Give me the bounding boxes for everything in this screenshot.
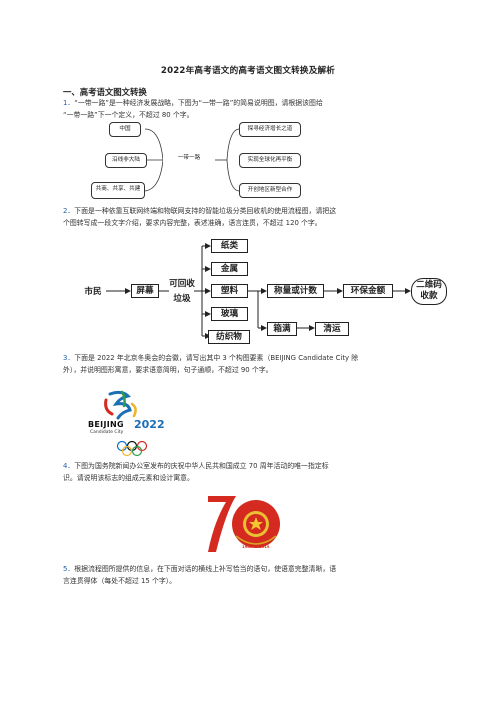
question-text: “一带一路”是一种经济发展战略，下图为“一带一路”的简易说明图，请根据该图给 bbox=[74, 99, 323, 107]
anniversary-numeral: 70 bbox=[206, 490, 207, 491]
question-number: 2． bbox=[63, 207, 75, 215]
flow-node-paper: 纸类 bbox=[211, 239, 248, 253]
belt-road-diagram: 中国 沿线非大陆 共商、共享、共建 一带一路 探寻经济增长之道 实现全球化再平衡… bbox=[91, 120, 301, 200]
flow-node-full: 箱满 bbox=[267, 322, 297, 336]
flowchart-connectors bbox=[106, 243, 411, 339]
question-4: 4．下图为国务院新闻办公室发布的庆祝中华人民共和国成立 70 周年活动的唯一指定… bbox=[63, 460, 435, 484]
question-text: 识。请说明该标志的组成元素和设计寓意。 bbox=[63, 474, 194, 482]
question-text: 下面是一种依靠互联网终端和物联网支持的智能垃圾分类回收机的使用流程图，请把这 bbox=[74, 207, 337, 215]
question-number: 3． bbox=[63, 354, 75, 362]
beijing-year: 2022 bbox=[134, 418, 165, 431]
beijing-2022-logo: BEIJING 2022 Candidate City bbox=[82, 388, 182, 460]
section-heading: 一、高考语文图文转换 bbox=[63, 87, 147, 97]
diagram-node-principles: 共商、共享、共建 bbox=[91, 182, 145, 199]
question-text: 个图转写成一段文字介绍，要求内容完整，表述准确，语言连贯，不超过 120 个字。 bbox=[63, 219, 322, 227]
flow-node-eco-amount: 环保金额 bbox=[343, 284, 393, 298]
question-1: 1．“一带一路”是一种经济发展战略，下图为“一带一路”的简易说明图，请根据该图给… bbox=[63, 97, 435, 121]
diagram-node-growth: 探寻经济增长之道 bbox=[239, 122, 301, 137]
page-title: 2022年高考语文的高考语文图文转换及解析 bbox=[160, 66, 336, 76]
diagram-node-cooperation: 开创地区新型合作 bbox=[239, 183, 301, 198]
question-number: 5． bbox=[63, 565, 75, 573]
flow-node-glass: 玻璃 bbox=[211, 307, 248, 321]
flow-qrcode-line1: 二维码 bbox=[416, 280, 442, 290]
anniversary-emblem-icon bbox=[208, 496, 280, 552]
flow-node-plastic: 塑料 bbox=[211, 284, 248, 298]
question-3: 3．下面是 2022 年北京冬奥会的会徽，请写出其中 3 个构图要素（BEIJI… bbox=[63, 352, 435, 376]
diagram-center-label: 一带一路 bbox=[163, 152, 215, 166]
question-text: 下面是 2022 年北京冬奥会的会徽，请写出其中 3 个构图要素（BEIJING… bbox=[74, 354, 359, 362]
beijing-wordmark: BEIJING bbox=[88, 420, 124, 429]
flow-node-metal: 金属 bbox=[211, 262, 248, 276]
diagram-node-china: 中国 bbox=[109, 122, 141, 137]
question-text: 下图为国务院新闻办公室发布的庆祝中华人民共和国成立 70 周年活动的唯一指定标 bbox=[74, 462, 329, 470]
question-text: 外），并说明图形寓意，要求语意简明，句子通顺，不超过 90 个字。 bbox=[63, 366, 273, 374]
question-number: 4． bbox=[63, 462, 75, 470]
beijing-emblem-icon bbox=[104, 390, 148, 457]
question-text: “一带一路”下一个定义，不超过 80 个字。 bbox=[63, 111, 194, 119]
diagram-node-along-route: 沿线非大陆 bbox=[105, 153, 147, 168]
diagram-node-rebalance: 实现全球化再平衡 bbox=[239, 153, 301, 168]
question-number: 1． bbox=[63, 99, 75, 107]
flow-node-clear: 清运 bbox=[315, 322, 349, 336]
flow-node-citizen: 市民 bbox=[84, 287, 102, 297]
question-text: 言连贯得体（每处不超过 15 个字）。 bbox=[63, 577, 177, 585]
question-5: 5．根据流程图所提供的信息，在下面对话的横线上补写恰当的语句，使语意完整清晰，语… bbox=[63, 563, 435, 587]
flow-node-qrcode: 二维码 收款 bbox=[411, 278, 447, 305]
flow-label-recyclable: 可回收 bbox=[169, 279, 195, 289]
anniversary-years: 1949 — 2019 bbox=[242, 544, 270, 549]
recycling-flowchart: 市民 屏幕 可回收 垃圾 纸类 金属 塑料 玻璃 纺织物 称量或计数 环保金额 … bbox=[80, 234, 447, 344]
question-text: 根据流程图所提供的信息，在下面对话的横线上补写恰当的语句，使语意完整清晰，语 bbox=[74, 565, 337, 573]
flow-node-textile: 纺织物 bbox=[208, 330, 250, 344]
beijing-candidate-city: Candidate City bbox=[90, 430, 124, 435]
question-2: 2．下面是一种依靠互联网终端和物联网支持的智能垃圾分类回收机的使用流程图，请把这… bbox=[63, 205, 435, 229]
flow-node-weigh: 称量或计数 bbox=[267, 284, 324, 298]
70th-anniversary-logo: 70 1949 — 2019 bbox=[206, 492, 286, 556]
flow-label-garbage: 垃圾 bbox=[173, 294, 191, 304]
flow-node-screen: 屏幕 bbox=[131, 284, 159, 298]
flow-qrcode-line2: 收款 bbox=[420, 291, 438, 301]
